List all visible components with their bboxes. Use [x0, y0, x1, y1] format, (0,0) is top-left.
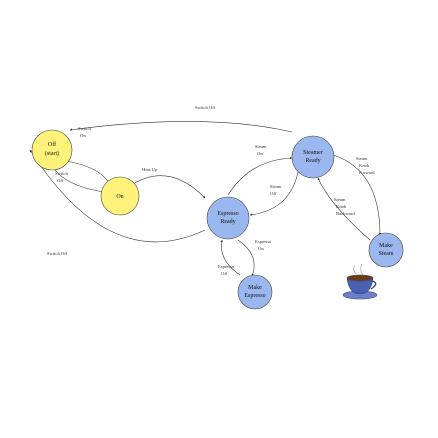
edge-espresso-off: [220, 239, 241, 276]
edge-label-switch-off-top: Switch Off: [195, 105, 216, 110]
state-espresso-ready-label-1: Espresso: [217, 211, 238, 217]
edge-label-switch-on-1: Switch: [78, 126, 91, 131]
state-on-label: On: [116, 194, 123, 200]
edge-knob-forward: [332, 154, 382, 236]
edge-label-switch-off-left-2: Off: [57, 178, 64, 183]
state-off-label-2: (start): [45, 150, 59, 157]
edge-switch-off-bottom: [29, 149, 206, 243]
edge-label-knob-forward-3: Forward: [359, 170, 375, 175]
state-off: Off (start): [31, 129, 73, 171]
edge-label-knob-backward-3: Backward: [336, 211, 355, 216]
edge-label-espresso-off-2: Off: [221, 271, 228, 276]
state-steamer-ready-label-1: Steamer: [303, 150, 323, 156]
edge-heat-up: [132, 175, 206, 199]
state-make-espresso: Make Espresso: [237, 274, 273, 310]
state-on: On: [100, 176, 140, 216]
state-espresso-ready: Espresso Ready: [206, 196, 250, 240]
state-espresso-ready-label-2: Ready: [220, 219, 235, 225]
edge-label-steam-off-1: Steam: [270, 184, 282, 189]
state-make-steam: Make Steam: [368, 232, 404, 268]
state-make-steam-label-1: Make: [379, 243, 393, 249]
state-off-label-1: Off: [48, 141, 56, 148]
state-make-espresso-label-2: Espresso: [244, 293, 265, 299]
edge-knob-backward: [317, 177, 371, 241]
edge-label-espresso-on-2: On: [258, 246, 264, 251]
edge-label-knob-forward-2: Knob: [359, 163, 370, 168]
edge-label-knob-backward-2: Knob: [336, 204, 347, 209]
edge-label-steam-on-1: Steam: [255, 144, 267, 149]
edge-label-switch-off-left-1: Switch: [55, 171, 68, 176]
coffee-cup-icon: [342, 263, 378, 300]
edge-espresso-on: [237, 239, 255, 277]
edge-label-steam-off-2: Off: [270, 191, 277, 196]
edge-label-espresso-on-1: Espresso: [255, 239, 272, 244]
edge-steam-on: [227, 156, 293, 196]
state-make-steam-label-2: Steam: [379, 251, 394, 257]
edge-switch-off-top: [69, 121, 293, 133]
edge-label-espresso-off-1: Espresso: [218, 264, 235, 269]
edge-label-knob-forward-1: Steam: [356, 156, 368, 161]
edge-label-switch-off-bottom: Switch Off: [47, 251, 68, 256]
edge-label-switch-on-2: On: [80, 133, 86, 138]
edge-steam-off: [249, 171, 299, 216]
state-make-espresso-label-1: Make: [248, 285, 262, 291]
edge-label-heat-up: Heat Up: [142, 167, 158, 172]
edge-label-knob-backward-1: Steam: [334, 197, 346, 202]
state-steamer-ready-label-2: Ready: [305, 158, 320, 164]
edge-label-steam-on-2: On: [257, 151, 263, 156]
state-steamer-ready: Steamer Ready: [291, 135, 335, 179]
